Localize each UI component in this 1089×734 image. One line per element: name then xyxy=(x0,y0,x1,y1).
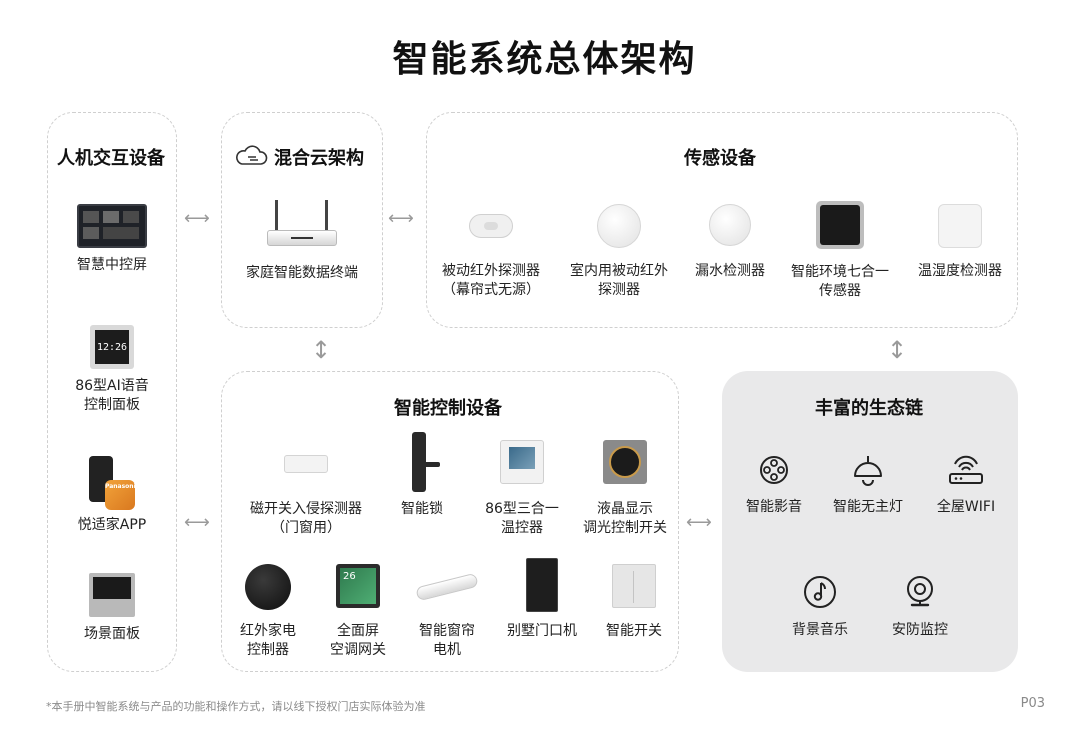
cloud-panel xyxy=(221,112,383,328)
curtain-pir-sensor: 被动红外探测器 （幕帘式无源） xyxy=(431,204,551,300)
scene-panel: 场景面板 xyxy=(62,573,162,644)
security-camera-icon xyxy=(904,575,936,609)
control-screen-image xyxy=(77,204,147,248)
page-number: P03 xyxy=(1020,696,1045,711)
cloud-icon xyxy=(234,145,268,167)
smart-switch: 智能开关 xyxy=(594,564,674,641)
smart-switch-image xyxy=(612,564,656,608)
water-leak-sensor: 漏水检测器 xyxy=(680,204,780,281)
footnote: *本手册中智能系统与产品的功能和操作方式，请以线下授权门店实际体验为准 xyxy=(46,700,426,713)
ac-gateway: 26 全面屏 空调网关 xyxy=(316,564,400,660)
thermostat-label: 86型三合一 温控器 xyxy=(485,501,559,536)
app-image: Panasonic xyxy=(87,456,139,512)
smart-lock: 智能锁 xyxy=(382,432,462,519)
temp-humidity-sensor: 温湿度检测器 xyxy=(910,204,1010,281)
dimmer-switch: 液晶显示 调光控制开关 xyxy=(573,440,677,538)
door-window-label: 磁开关入侵探测器 （门窗用） xyxy=(250,501,362,536)
eco-security-label: 安防监控 xyxy=(892,622,948,638)
arrow-control-ecosystem: ⟷ xyxy=(686,512,712,533)
ecosystem-panel-title: 丰富的生态链 xyxy=(815,398,923,419)
eco-wifi-label: 全屋WIFI xyxy=(936,499,996,515)
indoor-pir-sensor: 室内用被动红外 探测器 xyxy=(559,204,679,300)
smart-control-screen-label: 智慧中控屏 xyxy=(77,257,147,273)
water-leak-image xyxy=(709,204,751,246)
control-panel xyxy=(221,371,679,672)
villa-door-station-label: 别墅门口机 xyxy=(507,623,577,639)
eco-av: 智能影音 xyxy=(734,454,814,516)
data-terminal-label: 家庭智能数据终端 xyxy=(246,265,358,281)
router-image xyxy=(267,200,337,248)
ai-voice-panel: 12:26 86型AI语音 控制面板 xyxy=(62,325,162,415)
ir-controller-label: 红外家电 控制器 xyxy=(240,623,296,658)
voice-panel-image: 12:26 xyxy=(90,325,134,369)
sensors-panel-title: 传感设备 xyxy=(684,148,756,169)
smart-lock-image xyxy=(402,432,442,492)
app: Panasonic 悦适家APP xyxy=(62,456,162,535)
ac-gateway-temp: 26 xyxy=(340,568,376,604)
door-window-sensor: 磁开关入侵探测器 （门窗用） xyxy=(236,440,376,538)
arrow-hmi-control: ⟷ xyxy=(184,512,210,533)
eco-av-label: 智能影音 xyxy=(746,499,802,515)
curtain-pir-image xyxy=(468,204,514,248)
arrow-cloud-sensors: ⟷ xyxy=(388,208,414,229)
thermostat-image xyxy=(500,440,544,484)
voice-panel-clock: 12:26 xyxy=(95,330,129,364)
ecosystem-panel xyxy=(722,371,1018,672)
temp-humidity-label: 温湿度检测器 xyxy=(918,263,1002,279)
app-brand-label: Panasonic xyxy=(105,480,139,510)
water-leak-label: 漏水检测器 xyxy=(695,263,765,279)
door-window-image xyxy=(283,440,329,488)
curtain-motor: 智能窗帘 电机 xyxy=(404,564,490,660)
cloud-panel-title: 混合云架构 xyxy=(274,148,364,169)
curtain-motor-image xyxy=(414,564,480,610)
eco-lighting-label: 智能无主灯 xyxy=(833,499,903,515)
seven-in-one-sensor: 智能环境七合一 传感器 xyxy=(780,201,900,301)
ir-controller-image xyxy=(245,564,291,610)
eco-music: 背景音乐 xyxy=(780,575,860,639)
scene-panel-label: 场景面板 xyxy=(84,626,140,642)
ai-voice-panel-label: 86型AI语音 控制面板 xyxy=(75,378,149,413)
indoor-pir-label: 室内用被动红外 探测器 xyxy=(570,263,668,298)
dimmer-switch-image xyxy=(603,440,647,484)
eco-lighting: 智能无主灯 xyxy=(826,454,910,516)
data-terminal: 家庭智能数据终端 xyxy=(232,200,372,283)
control-panel-title: 智能控制设备 xyxy=(394,398,502,419)
ac-gateway-image: 26 xyxy=(336,564,380,608)
sensors-panel xyxy=(426,112,1018,328)
music-note-icon xyxy=(803,575,837,609)
ceiling-lamp-icon xyxy=(851,454,885,486)
seven-in-one-label: 智能环境七合一 传感器 xyxy=(791,264,889,299)
smart-control-screen: 智慧中控屏 xyxy=(62,204,162,275)
hmi-panel-title: 人机交互设备 xyxy=(57,148,165,169)
curtain-pir-label: 被动红外探测器 （幕帘式无源） xyxy=(442,263,540,298)
indoor-pir-image xyxy=(597,204,641,248)
hmi-panel xyxy=(47,112,177,672)
temp-humidity-image xyxy=(938,204,982,248)
arrow-cloud-control: ↕ xyxy=(311,336,332,364)
villa-door-station-image xyxy=(526,558,558,612)
smart-switch-label: 智能开关 xyxy=(606,623,662,639)
app-label: 悦适家APP xyxy=(77,517,147,533)
eco-security: 安防监控 xyxy=(880,575,960,639)
villa-door-station: 别墅门口机 xyxy=(494,558,590,641)
film-reel-icon xyxy=(758,454,790,486)
eco-wifi: 全屋WIFI xyxy=(926,454,1006,516)
arrow-sensors-ecosystem: ↕ xyxy=(887,336,908,364)
thermostat: 86型三合一 温控器 xyxy=(471,440,573,538)
page-title: 智能系统总体架构 xyxy=(392,39,697,80)
curtain-motor-label: 智能窗帘 电机 xyxy=(419,623,475,658)
smart-lock-label: 智能锁 xyxy=(401,501,443,517)
ac-gateway-label: 全面屏 空调网关 xyxy=(330,623,386,658)
ir-controller: 红外家电 控制器 xyxy=(226,564,310,660)
eco-music-label: 背景音乐 xyxy=(792,622,848,638)
arrow-hmi-cloud: ⟷ xyxy=(184,208,210,229)
wifi-router-icon xyxy=(947,454,985,486)
scene-panel-image xyxy=(89,573,135,617)
seven-in-one-image xyxy=(816,201,864,249)
dimmer-switch-label: 液晶显示 调光控制开关 xyxy=(583,501,667,536)
